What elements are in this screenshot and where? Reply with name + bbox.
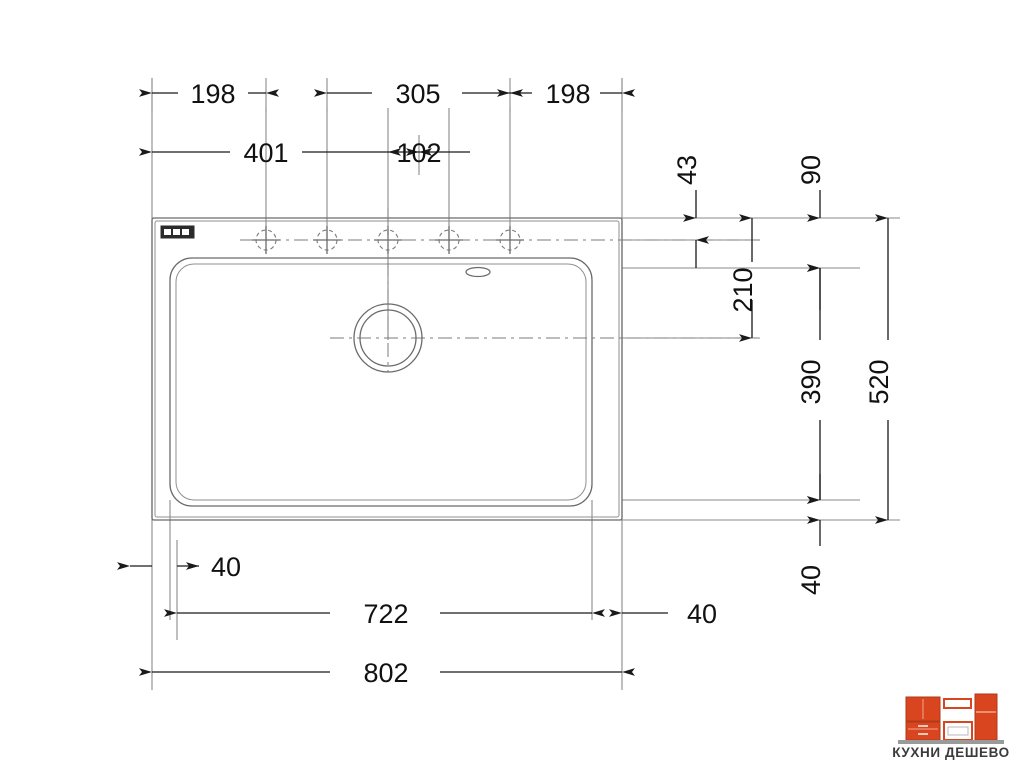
logo-fridge [974,693,998,741]
dim-row-top-1: 198 305 198 [139,78,635,112]
logo-base-cabinet [905,721,941,741]
dim-label-802: 802 [363,658,408,688]
dim-label-43: 43 [672,155,702,185]
dim-722: 722 [164,599,605,629]
dim-label-40-right: 40 [687,599,717,629]
dim-43: 43 [672,155,709,268]
watermark-text: КУХНИ ДЕШЕВО [892,745,1010,760]
drain-hole [330,208,760,373]
dim-label-722: 722 [363,599,408,629]
dim-label-198-right: 198 [545,79,590,109]
dim-label-40-bottom-right: 40 [796,565,826,595]
sink-body [151,217,623,521]
dim-label-102: 102 [396,138,441,168]
logo-wall-shelf [943,698,972,709]
dim-label-390: 390 [796,359,826,404]
dim-40-right: 40 [609,599,717,629]
dim-label-401: 401 [243,138,288,168]
dim-198-left: 198 [139,79,279,109]
dim-label-40-left: 40 [211,552,241,582]
faucet-hole-1 [252,226,280,254]
dim-401: 401 [139,138,401,168]
watermark-logo: КУХНИ ДЕШЕВО [892,693,1010,760]
dim-label-198-left: 198 [190,79,235,109]
dim-rows-bottom: 40 722 40 802 [117,552,717,688]
faucet-holes [240,226,760,254]
dim-305-middle: 305 [314,79,523,109]
dim-column-right: 43 210 90 390 [672,155,894,595]
dim-label-520: 520 [864,359,894,404]
logo-floor-line [898,740,1004,744]
dim-row-top-2: 401 102 [139,138,470,168]
overflow-slot [465,266,491,278]
dim-90: 90 [796,155,826,310]
dim-label-210: 210 [728,267,758,312]
dim-390: 390 [796,264,826,504]
faucet-hole-5 [496,226,524,254]
faucet-hole-4 [435,226,463,254]
horizontal-extension-lines [152,217,900,521]
dim-198-right: 198 [497,79,635,109]
dim-label-305: 305 [395,79,440,109]
dim-210: 210 [728,214,758,342]
brand-plate [160,225,195,239]
dim-label-90: 90 [796,155,826,185]
dim-520: 520 [864,214,894,524]
dim-40-left: 40 [117,552,241,582]
dim-40-bottom-right: 40 [796,474,826,595]
faucet-hole-2 [313,226,341,254]
dim-102: 102 [388,138,470,168]
dim-802: 802 [139,658,635,688]
